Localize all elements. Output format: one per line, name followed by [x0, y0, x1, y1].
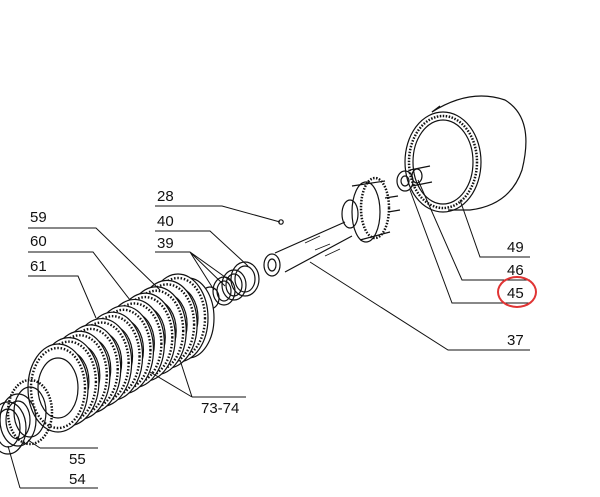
drum-housing — [404, 95, 527, 213]
callout-55: 55 — [69, 451, 86, 468]
callout-54: 54 — [69, 471, 86, 488]
highlight-circle — [497, 276, 537, 308]
disc-bore — [37, 357, 79, 419]
callout-28: 28 — [157, 188, 174, 205]
callout-40: 40 — [157, 213, 174, 230]
snap-rings — [200, 261, 260, 310]
callout-37: 37 — [507, 332, 524, 349]
front-discs — [0, 378, 54, 455]
callout-59: 59 — [30, 209, 47, 226]
callout-46: 46 — [507, 262, 524, 279]
callout-73-74: 73-74 — [201, 400, 240, 417]
leader-lines — [7, 179, 530, 489]
callout-61: 61 — [30, 258, 47, 275]
callout-60: 60 — [30, 233, 47, 250]
disc-teeth — [29, 346, 87, 430]
clutch-disc — [27, 343, 89, 433]
callout-49: 49 — [507, 239, 524, 256]
shaft — [263, 176, 401, 277]
washer-45-46 — [396, 165, 433, 192]
clutch-disc-pack — [27, 273, 215, 433]
callout-39: 39 — [157, 235, 174, 252]
